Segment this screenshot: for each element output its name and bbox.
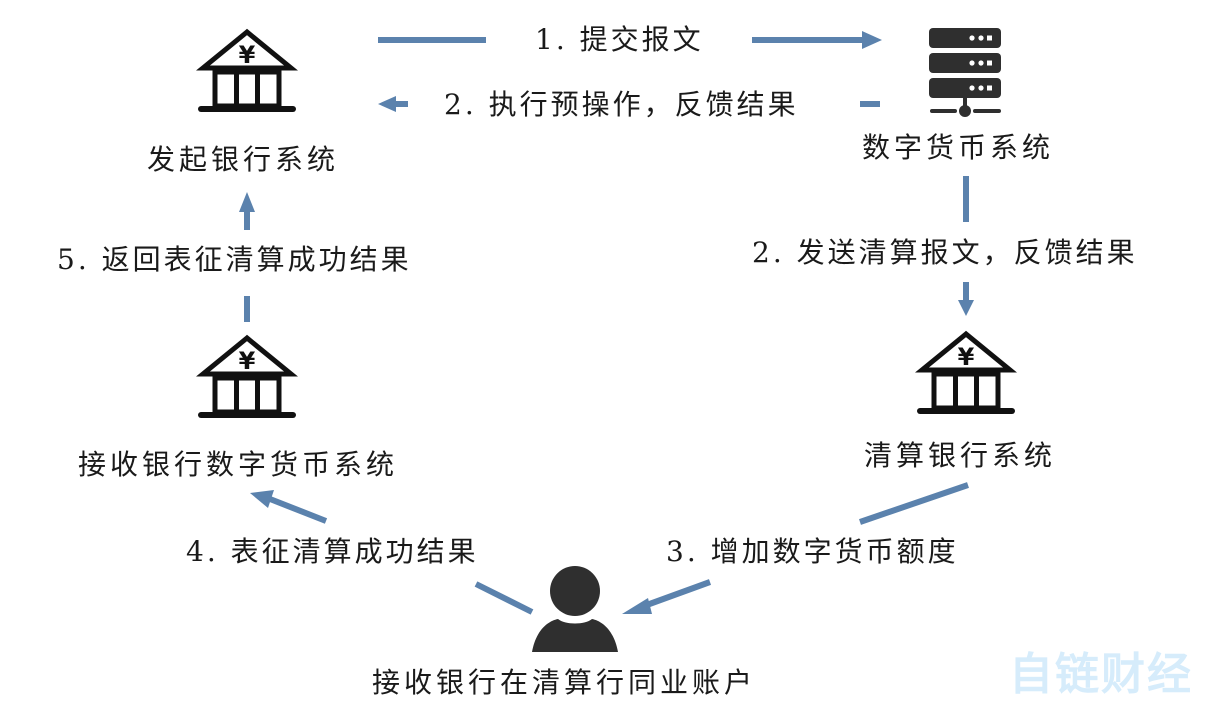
node-label-receiving-bank: 接收银行数字货币系统 [78, 448, 399, 481]
person-icon [532, 566, 618, 652]
arrow-step-5 [239, 192, 255, 322]
node-label-clearing-bank: 清算银行系统 [864, 439, 1057, 472]
step-5-label: 5. 返回表征清算成功结果 [57, 243, 412, 276]
arrow-step-2-feedback [378, 96, 880, 112]
node-label-originating-bank: 发起银行系统 [147, 143, 340, 176]
step-2-clearing-label: 2. 发送清算报文，反馈结果 [752, 236, 1138, 269]
arrow-step-1 [378, 31, 882, 49]
node-label-digital-currency-system: 数字货币系统 [862, 131, 1055, 164]
step-4-label: 4. 表征清算成功结果 [186, 535, 479, 568]
arrow-step-2-clearing [958, 176, 974, 316]
bank-yuan-icon-receiving [201, 338, 293, 415]
node-label-interbank-account: 接收银行在清算行同业账户 [372, 666, 757, 699]
arrow-step-3 [622, 482, 969, 614]
arrow-step-4 [250, 490, 534, 615]
step-3-label: 3. 增加数字货币额度 [666, 535, 959, 568]
step-1-label: 1. 提交报文 [535, 23, 704, 56]
step-2-feedback-label: 2. 执行预操作，反馈结果 [444, 88, 799, 121]
bank-yuan-icon-originating [201, 32, 293, 109]
server-rack-icon [929, 28, 1001, 117]
bank-yuan-icon-clearing [920, 334, 1012, 411]
watermark-logo: 自链财经 [1009, 649, 1193, 700]
